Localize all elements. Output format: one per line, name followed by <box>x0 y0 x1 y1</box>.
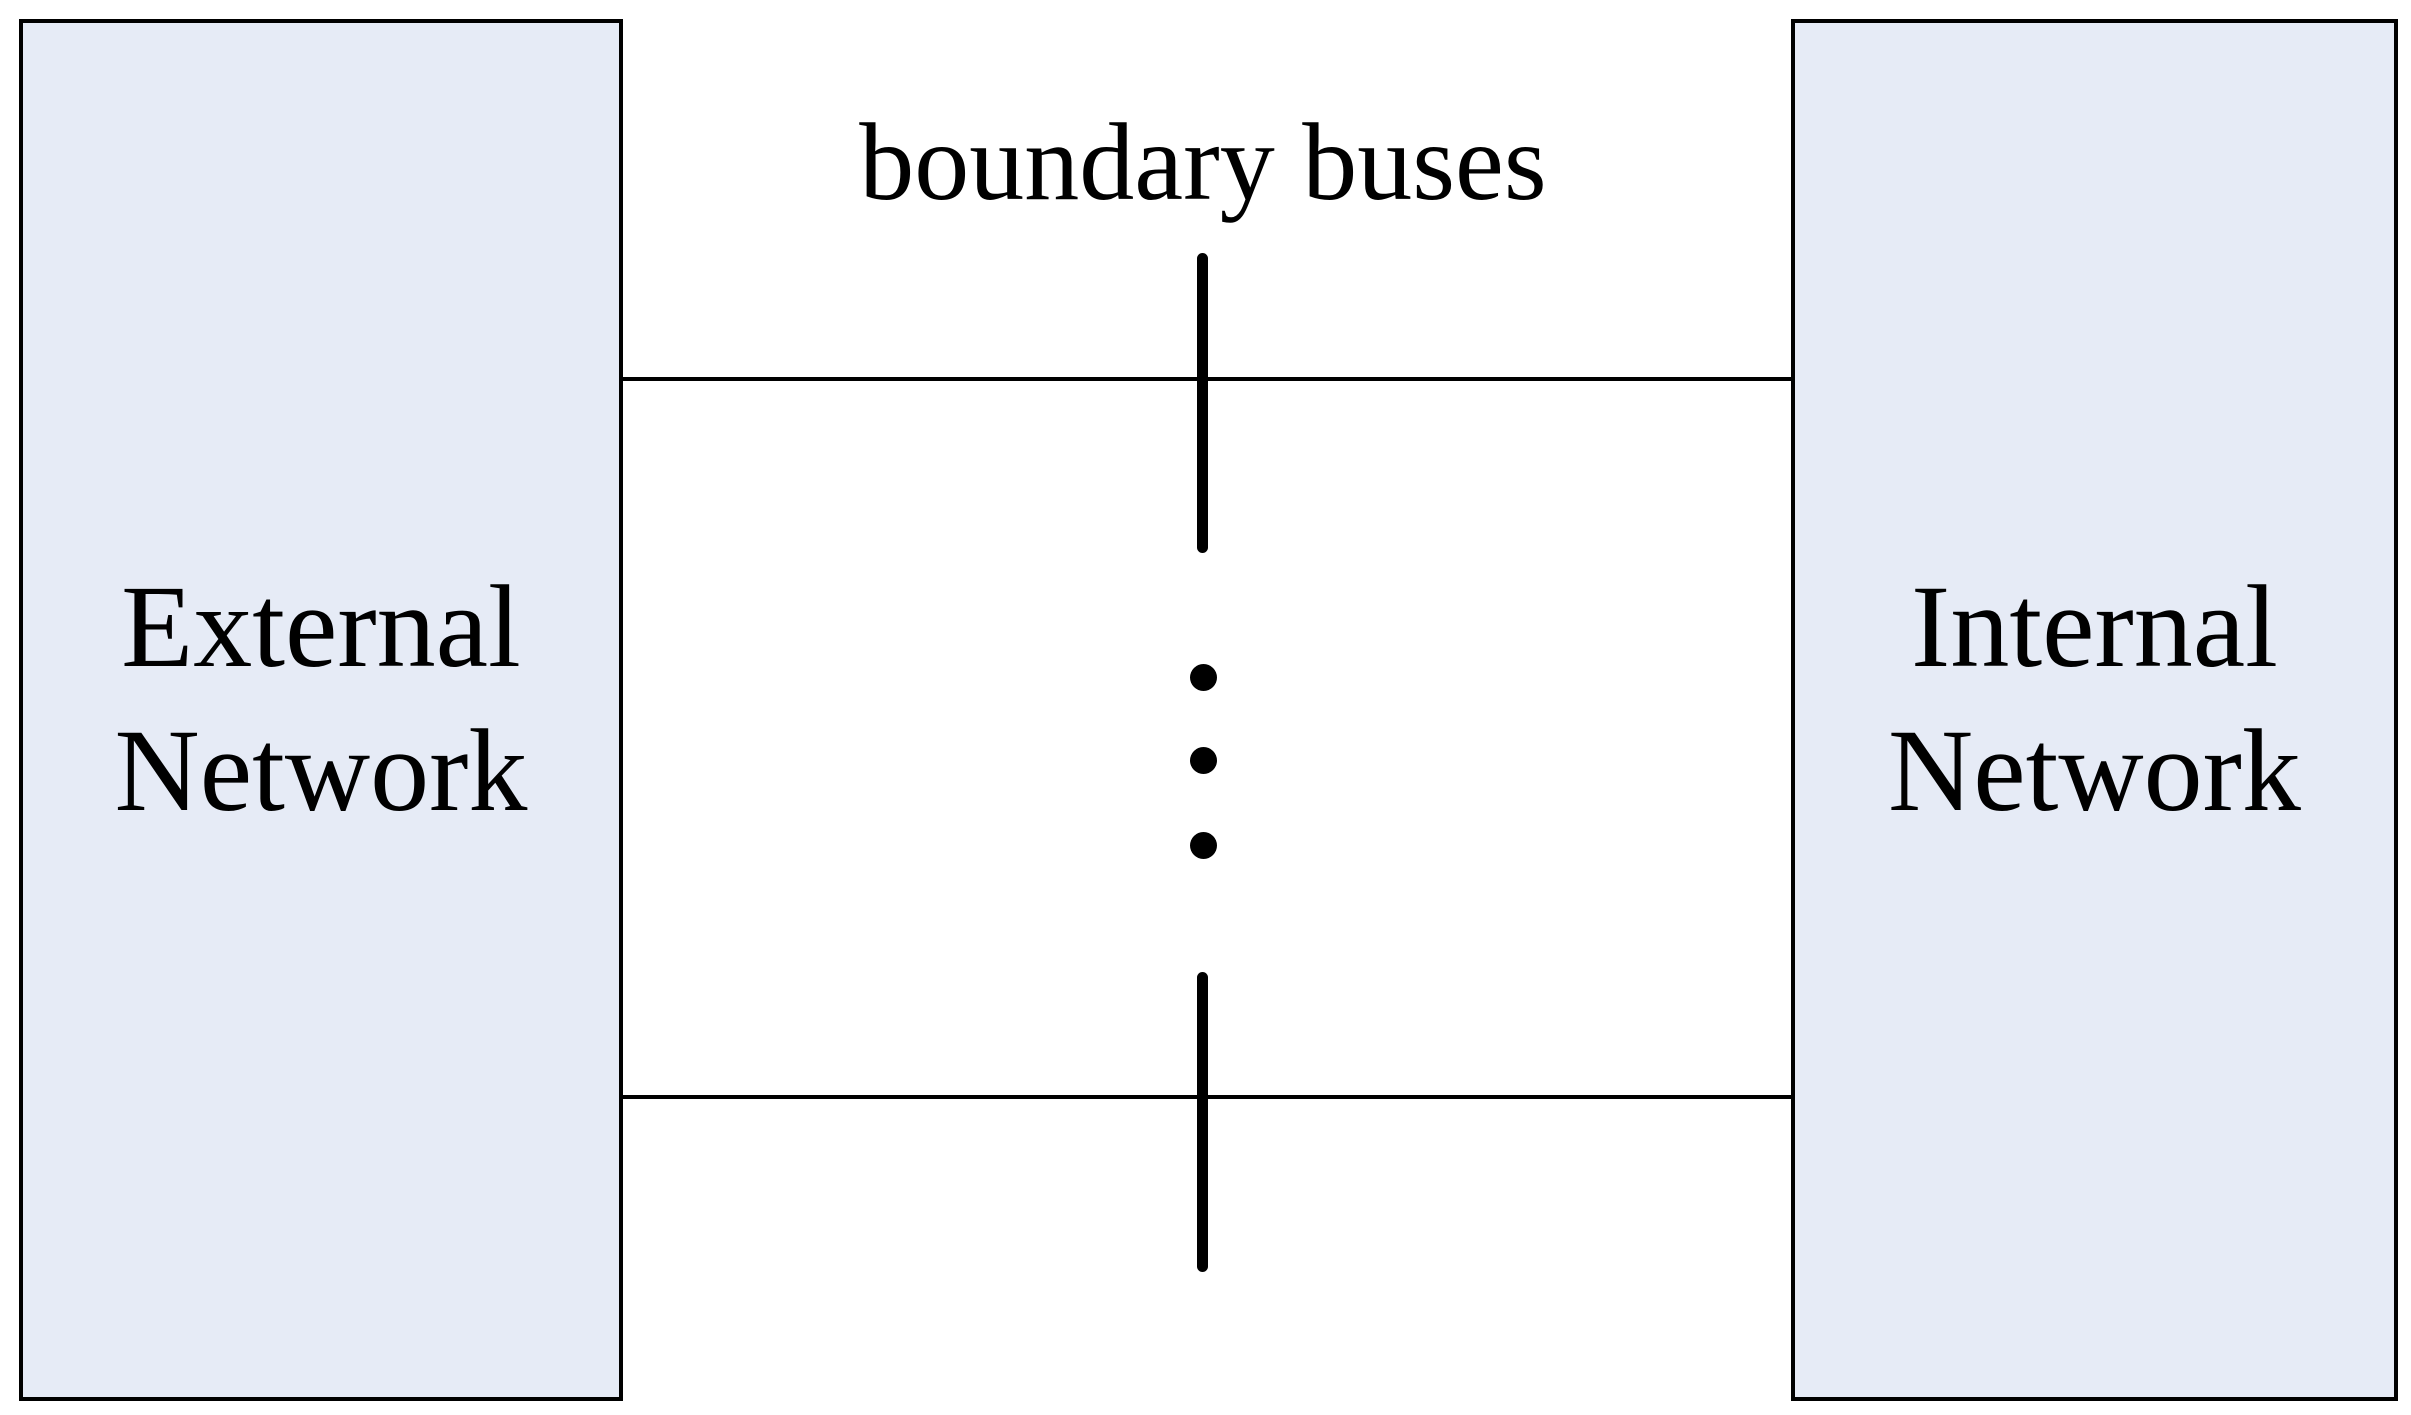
external-network-label-line2: Network <box>114 705 528 836</box>
internal-network-box <box>1791 19 2398 1401</box>
external-network-label-line1: External <box>121 561 521 692</box>
lower-boundary-bus-bar <box>1197 972 1208 1272</box>
upper-boundary-bus-bar <box>1197 253 1208 553</box>
internal-network-label-line2: Network <box>1888 705 2301 836</box>
ellipsis-dot <box>1190 663 1217 691</box>
boundary-buses-label: boundary buses <box>859 101 1547 223</box>
external-network-label: External Network <box>19 555 623 843</box>
ellipsis-dot <box>1190 746 1217 774</box>
internal-network-label-line1: Internal <box>1911 561 2278 692</box>
ellipsis-dot <box>1190 831 1217 859</box>
internal-network-label: Internal Network <box>1791 555 2398 843</box>
external-network-box <box>19 19 623 1401</box>
